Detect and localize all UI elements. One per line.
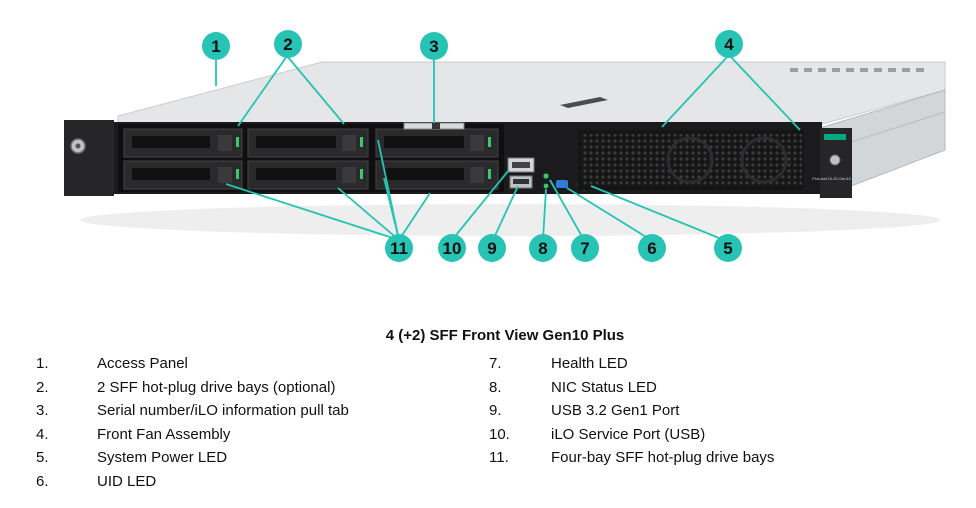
legend-item: 7. Health LED — [489, 352, 959, 376]
legend-text: UID LED — [97, 472, 157, 490]
legend-item: 5. System Power LED — [36, 446, 476, 470]
svg-text:10: 10 — [443, 239, 462, 258]
fan-icon — [740, 136, 788, 184]
legend-text: 2 SFF hot-plug drive bays (optional) — [97, 378, 336, 396]
legend-number: 9. — [489, 402, 502, 420]
figure-caption: 4 (+2) SFF Front View Gen10 Plus — [385, 327, 625, 344]
legend-number: 6. — [36, 472, 49, 490]
chassis-shadow — [80, 204, 940, 236]
legend-text: Serial number/iLO information pull tab — [97, 402, 349, 420]
legend-text: System Power LED — [97, 449, 228, 467]
svg-text:1: 1 — [211, 37, 220, 56]
nic-status-led-icon — [543, 183, 549, 189]
legend-text: Front Fan Assembly — [97, 425, 231, 443]
rack-thumbscrew-icon[interactable] — [829, 154, 841, 166]
callout-1: 1 — [202, 32, 230, 60]
legend-text: Access Panel — [97, 355, 188, 372]
callout-4: 4 — [715, 30, 743, 58]
svg-text:3: 3 — [429, 37, 438, 56]
model-badge: ProLiant DL20 Gen10 Plus — [812, 176, 860, 181]
left-rack-ear — [64, 120, 114, 196]
svg-text:4: 4 — [724, 35, 734, 54]
fan-icon — [666, 136, 714, 184]
legend-number: 2. — [36, 378, 49, 396]
callout-leader-lines — [215, 54, 801, 241]
callout-5: 5 — [714, 234, 742, 262]
legend-item: 2. 2 SFF hot-plug drive bays (optional) — [36, 376, 476, 400]
svg-text:5: 5 — [723, 239, 732, 258]
svg-text:2: 2 — [283, 35, 292, 54]
legend-item: 6. UID LED — [36, 470, 476, 494]
top-vent-slots — [790, 68, 924, 72]
callout-2: 2 — [274, 30, 302, 58]
svg-text:9: 9 — [487, 239, 496, 258]
callout-10: 10 — [438, 234, 466, 262]
legend-number: 11. — [489, 449, 509, 467]
callout-7: 7 — [571, 234, 599, 262]
legend-left-column: 1. Access Panel 2. 2 SFF hot-plug drive ba… — [36, 352, 476, 494]
hpe-logo-icon — [824, 134, 846, 140]
legend-number: 4. — [36, 425, 49, 443]
legend-text: iLO Service Port (USB) — [551, 425, 706, 443]
fan-vent-holes — [582, 134, 802, 186]
legend-number: 10. — [489, 425, 510, 443]
callout-markers: 1 2 3 4 5 6 7 8 9 10 11 — [202, 30, 743, 262]
legend-item: 9. USB 3.2 Gen1 Port — [489, 399, 959, 423]
legend-item: 3. Serial number/iLO information pull tab — [36, 399, 476, 423]
svg-text:8: 8 — [538, 239, 547, 258]
callout-3: 3 — [420, 32, 448, 60]
svg-text:11: 11 — [390, 239, 408, 258]
callout-8: 8 — [529, 234, 557, 262]
legend-number: 5. — [36, 449, 49, 467]
callout-6: 6 — [638, 234, 666, 262]
svg-text:6: 6 — [647, 239, 656, 258]
legend-right-column: 7. Health LED 8. NIC Status LED 9. USB 3.2 … — [489, 352, 959, 470]
four-bay-sff-drives — [247, 128, 499, 190]
svg-text:7: 7 — [580, 239, 589, 258]
legend-item: 4. Front Fan Assembly — [36, 423, 476, 447]
legend-number: 7. — [489, 355, 502, 372]
optional-drive-bays — [123, 128, 243, 190]
top-handle-tab — [560, 97, 608, 108]
callout-9: 9 — [478, 234, 506, 262]
legend-text: Four-bay SFF hot-plug drive bays — [551, 449, 775, 467]
legend-number: 1. — [36, 355, 49, 372]
server-front-view-diagram: ProLiant DL20 Gen10 Plus 1 2 3 4 5 6 7 8… — [64, 30, 946, 262]
legend-text: NIC Status LED — [551, 378, 657, 396]
legend-text: USB 3.2 Gen1 Port — [551, 402, 680, 420]
legend-item: 11. Four-bay SFF hot-plug drive bays — [489, 446, 959, 470]
callout-11: 11 — [385, 234, 413, 262]
legend-item: 1. Access Panel — [36, 352, 476, 376]
legend-item: 10. iLO Service Port (USB) — [489, 423, 959, 447]
legend-text: Health LED — [551, 355, 628, 372]
uid-led-icon[interactable] — [556, 180, 568, 188]
legend-number: 3. — [36, 402, 49, 420]
health-led-icon — [543, 173, 549, 179]
legend-number: 8. — [489, 378, 502, 396]
legend-item: 8. NIC Status LED — [489, 376, 959, 400]
